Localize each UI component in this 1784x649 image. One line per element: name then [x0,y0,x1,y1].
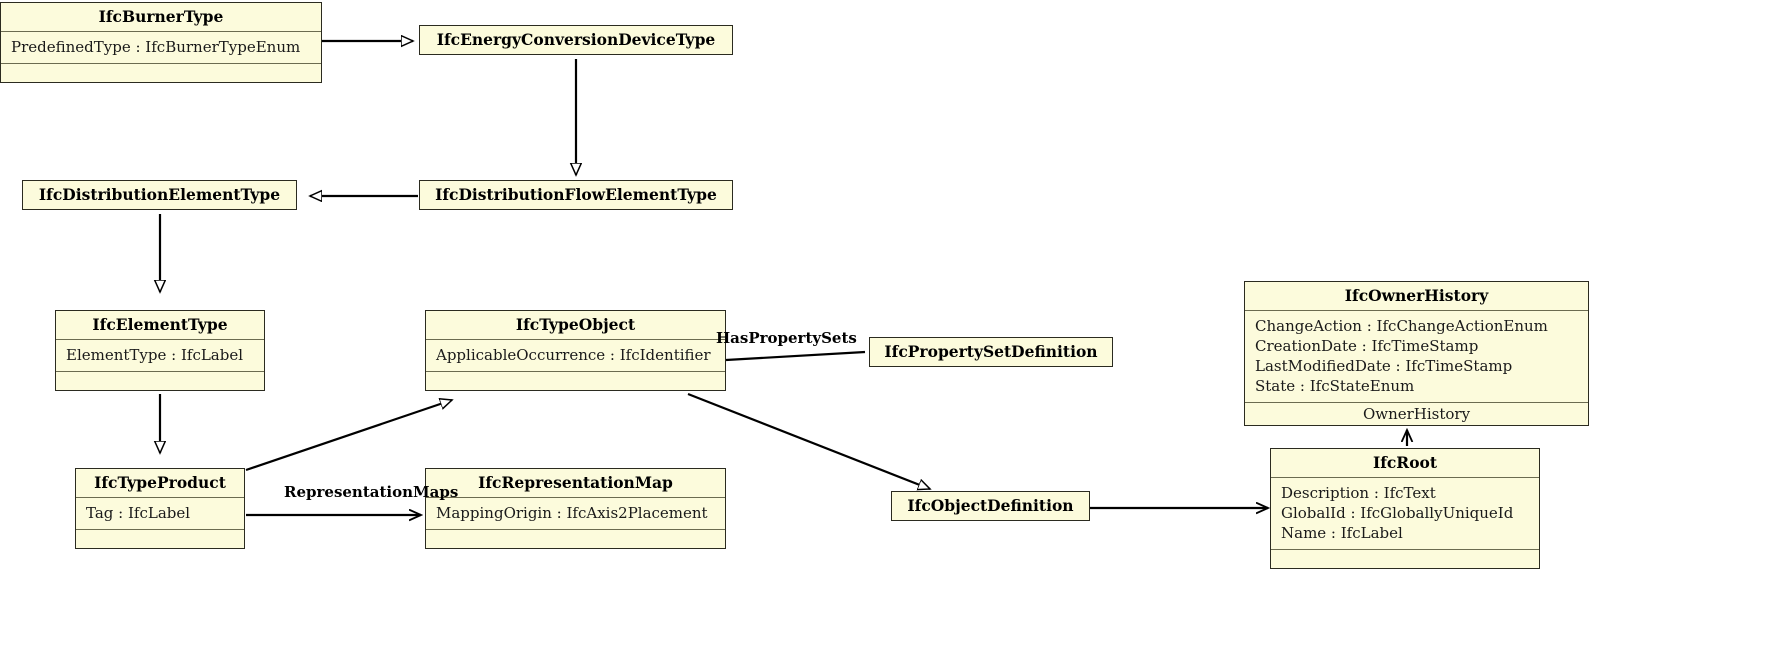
class-attribute: MappingOrigin : IfcAxis2Placement [436,504,708,523]
class-operations [56,372,264,391]
class-box-ifcenergyconversiondevicetype[interactable]: IfcEnergyConversionDeviceType [419,25,733,56]
edge-label-representationmaps: RepresentationMaps [284,483,459,501]
class-title: IfcTypeProduct [76,469,244,498]
compartment-divider [1271,549,1539,551]
class-operations: OwnerHistory [1245,403,1588,426]
class-title: IfcElementType [56,311,264,340]
class-attribute: CreationDate : IfcTimeStamp [1255,337,1479,356]
class-title: IfcDistributionElementType [23,181,296,210]
class-title: IfcOwnerHistory [1245,282,1588,311]
compartment-divider [1245,402,1588,404]
class-attributes: Tag : IfcLabel [76,498,244,530]
class-box-ifcelementtype[interactable]: IfcElementType ElementType : IfcLabel [55,310,265,392]
class-attribute: Name : IfcLabel [1281,524,1403,543]
class-attribute: ChangeAction : IfcChangeActionEnum [1255,317,1548,336]
class-box-ifcpropertysetdefinition[interactable]: IfcPropertySetDefinition [869,337,1113,368]
class-attributes: MappingOrigin : IfcAxis2Placement [426,498,725,530]
class-operations [426,372,725,391]
class-title: IfcRoot [1271,449,1539,478]
compartment-divider [1,63,321,65]
compartment-divider [76,497,244,499]
class-attribute: Description : IfcText [1281,484,1436,503]
class-box-ifcdistributionelementtype[interactable]: IfcDistributionElementType [22,180,297,211]
class-attribute: ApplicableOccurrence : IfcIdentifier [436,346,711,365]
compartment-divider [1245,310,1588,312]
class-title: IfcTypeObject [426,311,725,340]
class-attribute: ElementType : IfcLabel [66,346,244,365]
compartment-divider [76,529,244,531]
class-attributes: PredefinedType : IfcBurnerTypeEnum [1,32,321,64]
class-box-ifcobjectdefinition[interactable]: IfcObjectDefinition [891,491,1090,522]
class-box-ifctypeproduct[interactable]: IfcTypeProduct Tag : IfcLabel [75,468,245,550]
class-operations [76,530,244,549]
edge-typeobject-to-propertysetdefinition [725,350,866,362]
class-attributes: ChangeAction : IfcChangeActionEnum Creat… [1245,311,1588,403]
class-box-ifcdistributionflowelementtype[interactable]: IfcDistributionFlowElementType [419,180,733,211]
class-attributes: ApplicableOccurrence : IfcIdentifier [426,340,725,372]
class-title: IfcPropertySetDefinition [870,338,1112,367]
class-attribute: State : IfcStateEnum [1255,377,1415,396]
class-operations [1271,550,1539,569]
class-attribute: LastModifiedDate : IfcTimeStamp [1255,357,1513,376]
class-box-ifcroot[interactable]: IfcRoot Description : IfcText GlobalId :… [1270,448,1540,570]
edge-typeproduct-to-typeobject [245,400,452,472]
class-operations [1,64,321,83]
class-title: IfcEnergyConversionDeviceType [420,26,732,55]
class-box-ifcownerhistory[interactable]: IfcOwnerHistory ChangeAction : IfcChange… [1244,281,1589,427]
compartment-divider [426,497,725,499]
class-box-ifcburnertype[interactable]: IfcBurnerType PredefinedType : IfcBurner… [0,2,322,84]
class-title: IfcBurnerType [1,3,321,32]
class-title: IfcObjectDefinition [892,492,1089,521]
compartment-divider [426,371,725,373]
compartment-divider [1,31,321,33]
compartment-divider [426,339,725,341]
compartment-divider [56,339,264,341]
class-attribute: GlobalId : IfcGloballyUniqueId [1281,504,1514,523]
class-attribute: Tag : IfcLabel [86,504,191,523]
class-attribute: PredefinedType : IfcBurnerTypeEnum [11,38,301,57]
class-box-ifcrepresentationmap[interactable]: IfcRepresentationMap MappingOrigin : Ifc… [425,468,726,550]
class-attributes: Description : IfcText GlobalId : IfcGlob… [1271,478,1539,550]
compartment-divider [1271,477,1539,479]
compartment-divider [426,529,725,531]
class-attributes: ElementType : IfcLabel [56,340,264,372]
edge-label-haspropertysets: HasPropertySets [716,329,857,347]
class-title: IfcDistributionFlowElementType [420,181,732,210]
class-box-ifctypeobject[interactable]: IfcTypeObject ApplicableOccurrence : Ifc… [425,310,726,392]
class-operations [426,530,725,549]
class-title: IfcRepresentationMap [426,469,725,498]
compartment-divider [56,371,264,373]
